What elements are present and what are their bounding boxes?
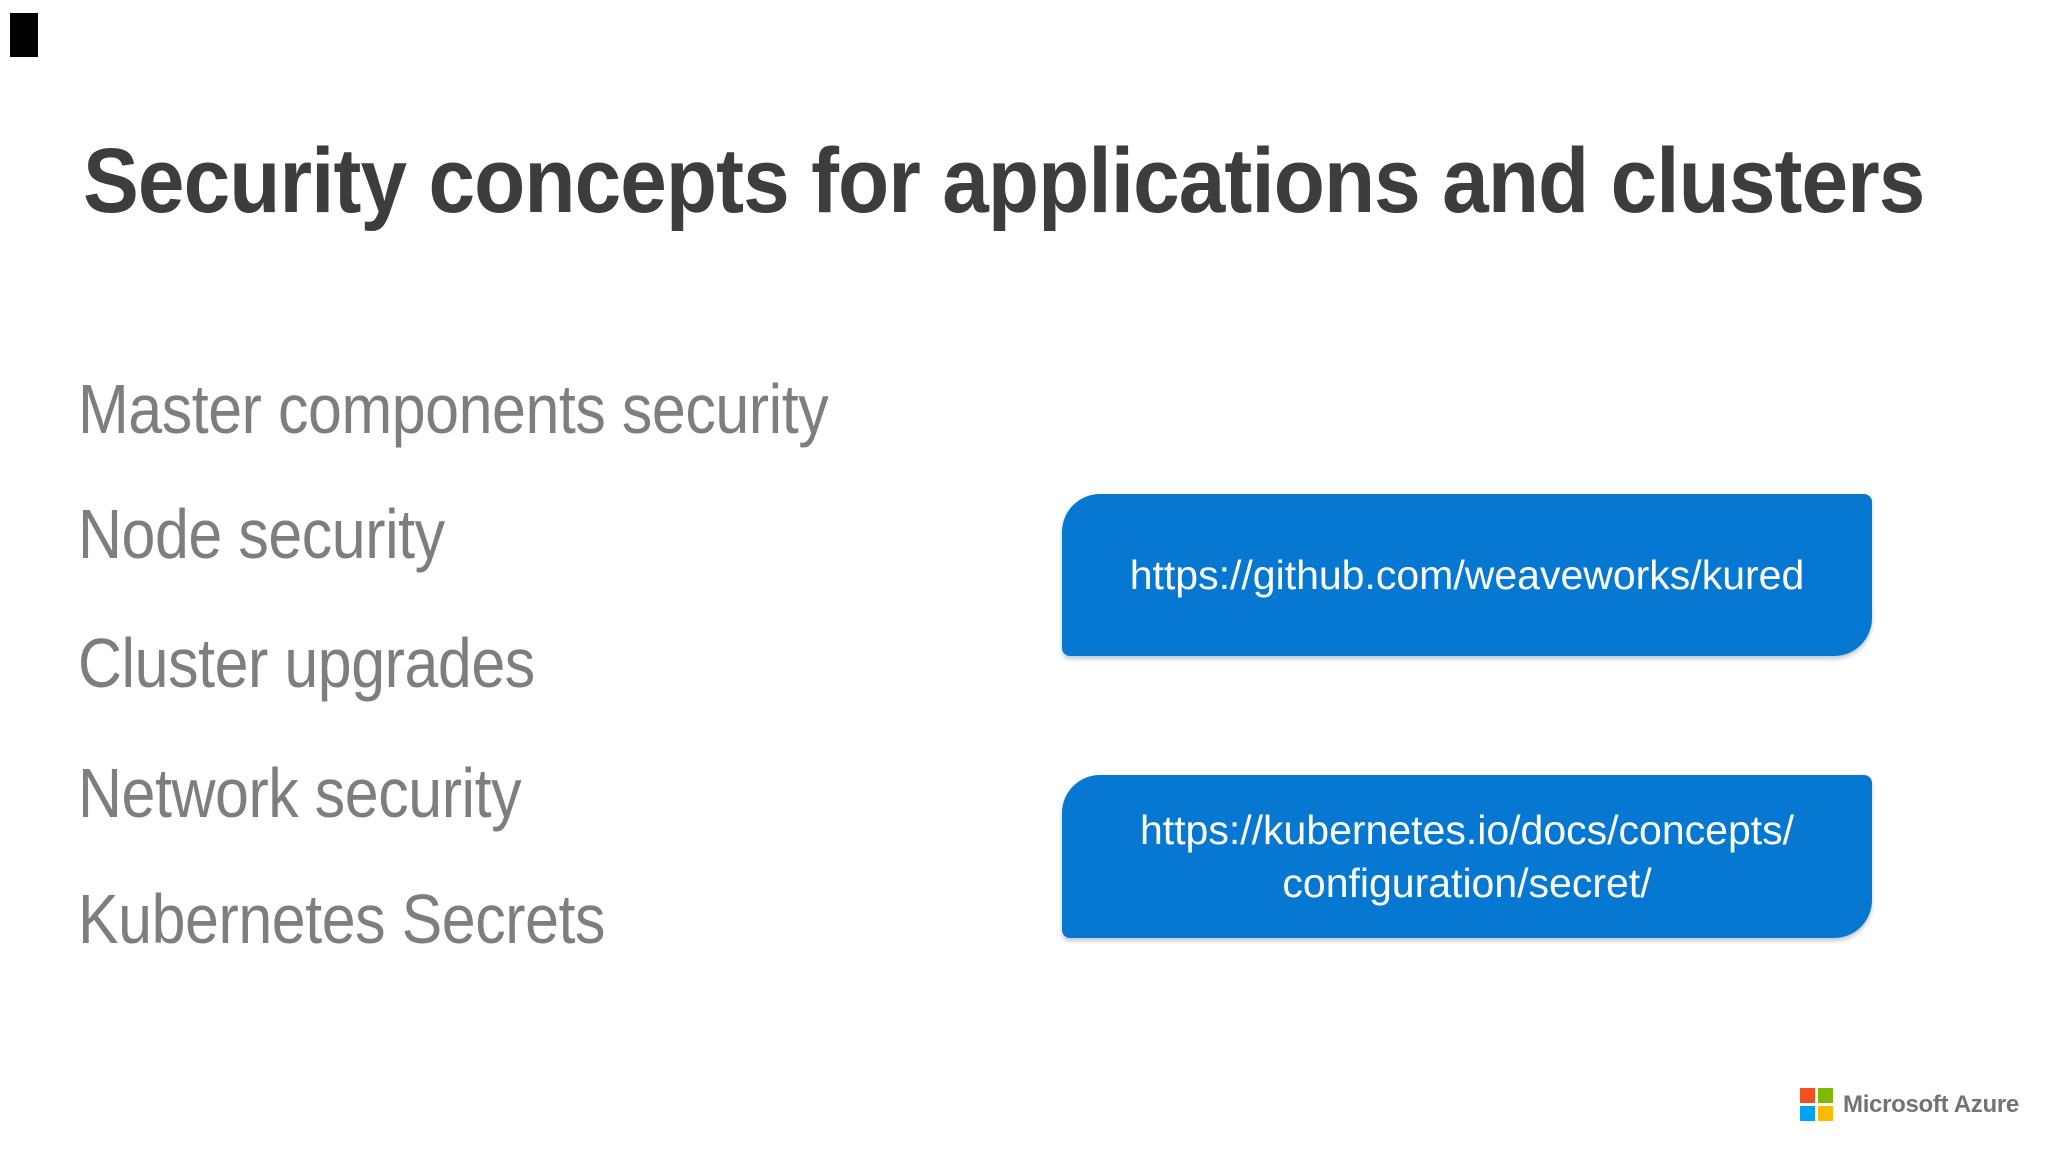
ms-logo-blue-square <box>1800 1106 1815 1121</box>
ms-logo-red-square <box>1800 1088 1815 1103</box>
topic-kubernetes-secrets: Kubernetes Secrets <box>78 880 606 958</box>
slide-title: Security concepts for applications and c… <box>83 129 1925 232</box>
link-box-kubernetes-secrets[interactable]: https://kubernetes.io/docs/concepts/ con… <box>1062 775 1872 938</box>
microsoft-logo-icon <box>1800 1088 1833 1121</box>
ms-logo-green-square <box>1818 1088 1833 1103</box>
link-url-line-1: https://kubernetes.io/docs/concepts/ <box>1139 806 1795 853</box>
topic-network-security: Network security <box>78 754 522 832</box>
link-url-kubernetes-secrets: https://kubernetes.io/docs/concepts/ con… <box>1140 804 1794 910</box>
topic-master-components-security: Master components security <box>78 370 829 448</box>
corner-mark <box>10 13 38 57</box>
azure-footer: Microsoft Azure <box>1800 1088 2019 1121</box>
link-url-line-2: configuration/secret/ <box>1282 859 1652 906</box>
link-url-kured: https://github.com/weaveworks/kured <box>1129 551 1805 598</box>
topic-cluster-upgrades: Cluster upgrades <box>78 624 535 702</box>
link-box-kured[interactable]: https://github.com/weaveworks/kured <box>1062 494 1872 656</box>
ms-logo-yellow-square <box>1818 1106 1833 1121</box>
azure-brand-text: Microsoft Azure <box>1843 1090 2019 1118</box>
topic-node-security: Node security <box>78 495 445 573</box>
